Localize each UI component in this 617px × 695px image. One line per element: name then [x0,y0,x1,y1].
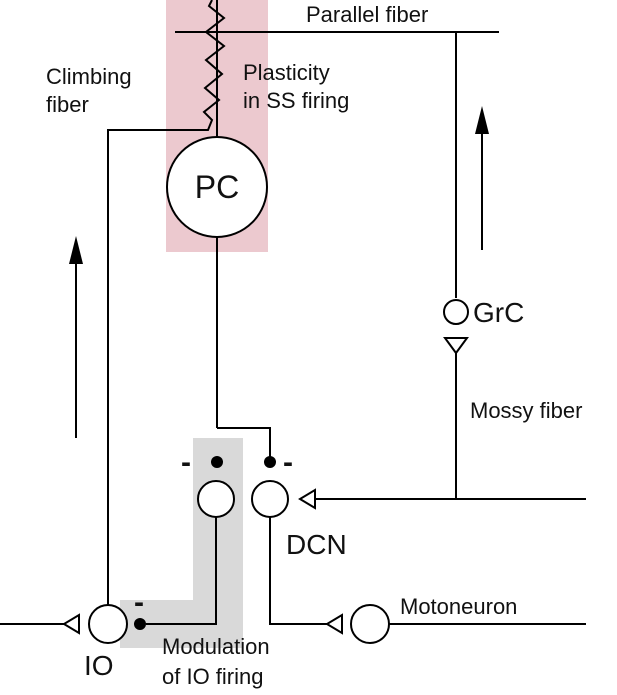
grc-cell [443,299,469,325]
minus-sign-io: - [134,586,144,619]
climbing-fiber-line [107,0,226,608]
motoneuron-label: Motoneuron [400,594,517,619]
dcn-to-motoneuron-line [269,517,327,625]
dcn-neuron-left [197,480,235,518]
pc-inhibitory-synapse-left [211,456,223,468]
plasticity-label-line1: Plasticity [243,60,330,85]
minus-sign-dcn-right: - [283,446,293,479]
climbing-fiber-label-line1: Climbing [46,64,132,89]
motoneuron-cell [350,604,390,644]
pc-inhibitory-synapse-right [264,456,276,468]
dcn-to-io-line [146,517,217,625]
mossy-fiber-dcn-synapse [298,488,316,510]
mossy-fiber-label: Mossy fiber [470,398,582,423]
climbing-fiber-label-line2: fiber [46,92,89,117]
io-excitatory-synapse [62,613,80,635]
up-arrow-icon [475,106,489,134]
plasticity-label-line2: in SS firing [243,88,349,113]
parallel-fiber-label: Parallel fiber [306,2,428,27]
mossy-fiber-grc-synapse [443,337,469,355]
io-label: IO [84,650,114,681]
io-cell [88,604,128,644]
grc-label: GrC [473,297,524,328]
modulation-label-line2: of IO firing [162,664,263,689]
modulation-label-line1: Modulation [162,634,270,659]
up-arrow-icon [69,236,83,264]
motoneuron-excitatory-synapse [325,613,343,635]
dcn-neuron-right [251,480,289,518]
minus-sign-dcn-left: - [181,446,191,479]
io-inhibitory-synapse [134,618,146,630]
pc-label: PC [195,169,239,205]
pc-axon-branch [217,427,271,460]
dcn-label: DCN [286,529,347,560]
